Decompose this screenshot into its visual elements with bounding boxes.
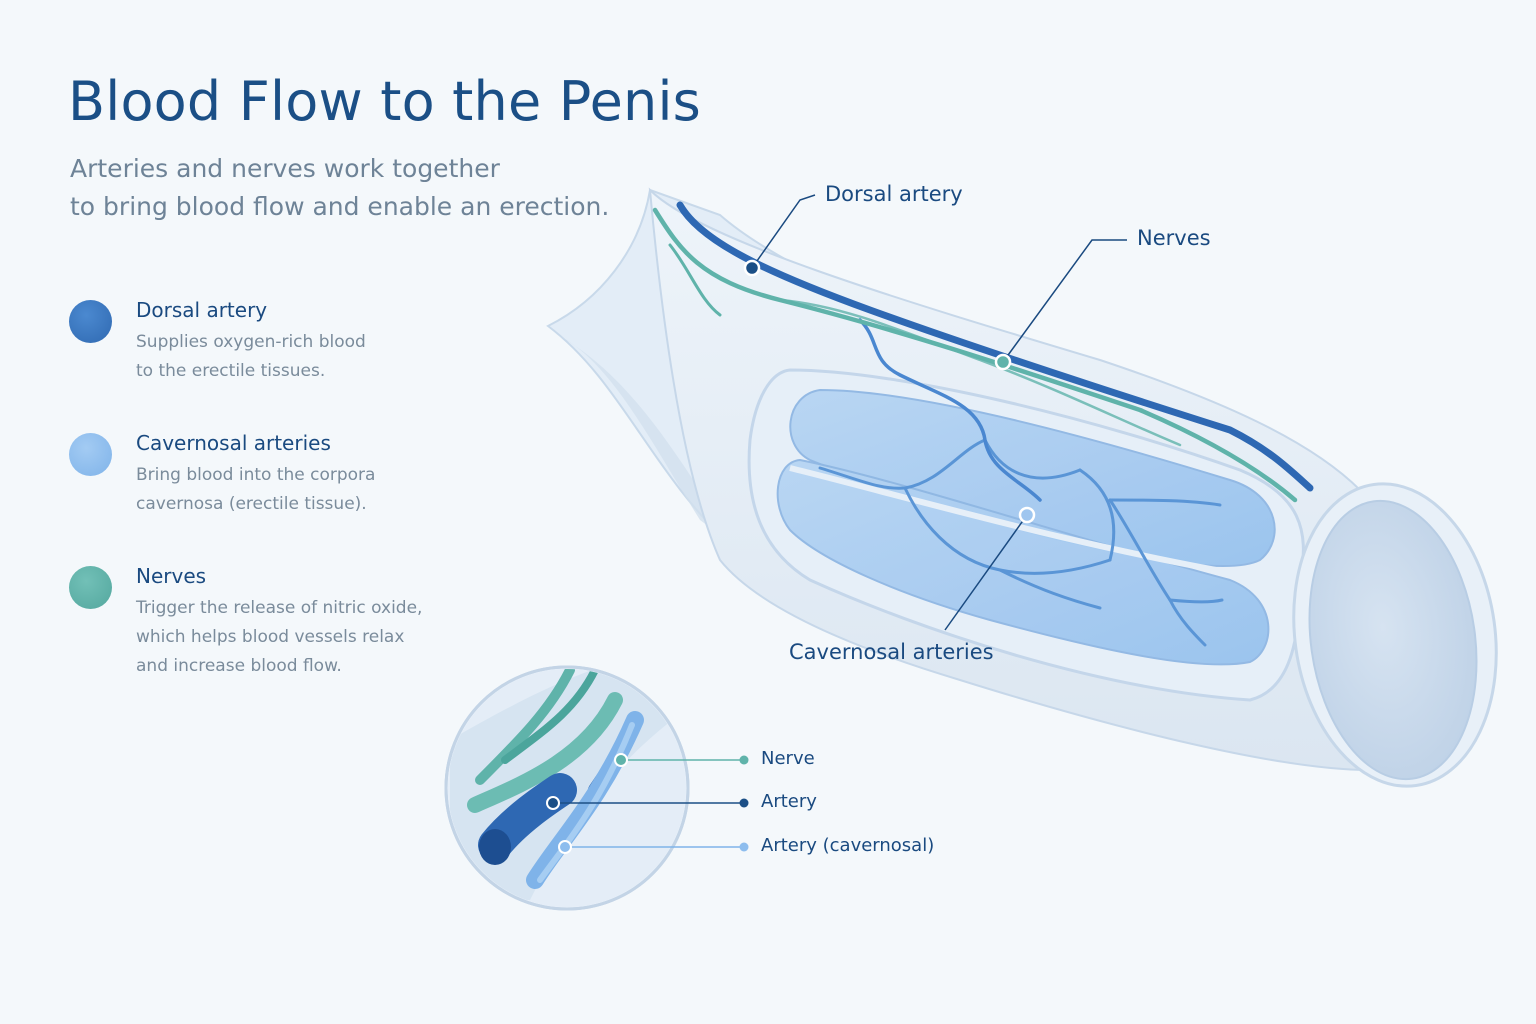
legend-item-nerves: Nerves Trigger the release of nitric oxi… — [68, 564, 488, 697]
legend-title: Dorsal artery — [136, 298, 268, 322]
nerves-marker — [994, 353, 1012, 371]
legend-dot-dorsal-artery — [69, 300, 112, 343]
legend-description: Trigger the release of nitric oxide, whi… — [136, 598, 423, 676]
inset-artery-marker — [546, 796, 560, 810]
dorsal-artery-branch — [858, 318, 1042, 502]
legend-item-cavernosal-arteries: Cavernosal arteries Bring blood into the… — [68, 431, 488, 564]
legend: Dorsal artery Supplies oxygen-rich blood… — [68, 298, 488, 697]
legend-dot-nerves — [69, 566, 112, 609]
legend-description: Bring blood into the corpora cavernosa (… — [136, 465, 376, 514]
cavernosal-marker — [1018, 506, 1036, 524]
page-subtitle: Arteries and nerves work together to bri… — [70, 150, 609, 226]
subtitle-line-1: Arteries and nerves work together — [70, 154, 500, 183]
inset-label-artery-cavernosal: Artery (cavernosal) — [761, 835, 935, 856]
inset-cavernosal-marker — [558, 840, 572, 854]
page-title: Blood Flow to the Penis — [68, 70, 701, 133]
inset-detail — [444, 665, 690, 911]
legend-description: Supplies oxygen-rich blood to the erecti… — [136, 332, 366, 381]
legend-item-dorsal-artery: Dorsal artery Supplies oxygen-rich blood… — [68, 298, 488, 431]
callout-leader-lines — [751, 194, 1127, 631]
callout-dorsal-artery: Dorsal artery — [825, 182, 963, 206]
dorsal-artery-marker — [743, 259, 761, 277]
legend-dot-cavernosal-arteries — [69, 433, 112, 476]
legend-title: Nerves — [136, 564, 207, 588]
subtitle-line-2: to bring blood flow and enable an erecti… — [70, 192, 610, 221]
inset-nerve-marker — [614, 753, 628, 767]
inset-label-nerve: Nerve — [761, 748, 815, 769]
callout-nerves: Nerves — [1137, 226, 1211, 250]
callout-cavernosal-arteries: Cavernosal arteries — [789, 640, 994, 664]
legend-title: Cavernosal arteries — [136, 431, 331, 455]
cavernosal-artery-branches — [818, 438, 1224, 647]
inset-leader-lines — [553, 759, 744, 848]
nerves — [652, 207, 1298, 503]
inset-label-artery: Artery — [761, 791, 817, 812]
corpus-cavernosum-lower — [776, 458, 1270, 666]
